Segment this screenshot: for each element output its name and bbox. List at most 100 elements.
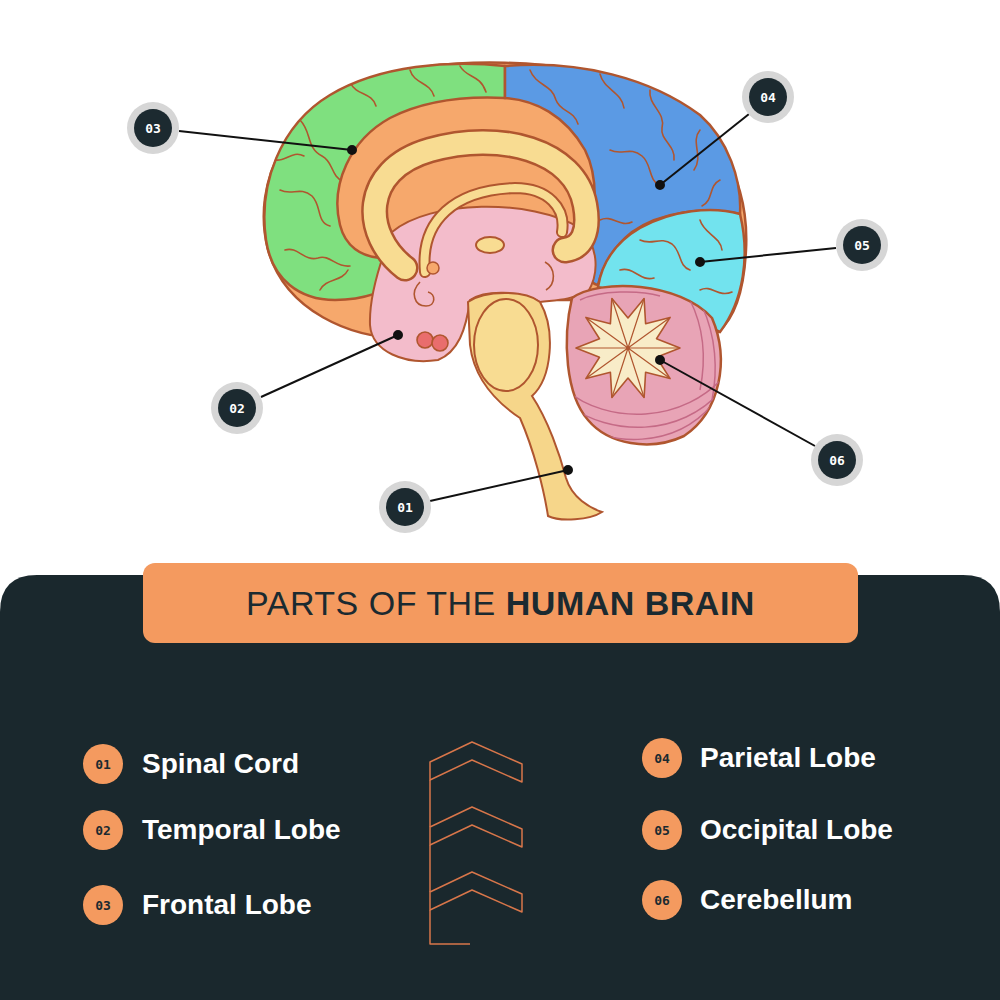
occipital-gyri	[620, 269, 654, 278]
arbor-branches	[576, 299, 680, 398]
legend-disc	[83, 810, 123, 850]
callout-ring	[836, 219, 888, 271]
legend-number: 02	[83, 810, 123, 850]
cerebellum	[567, 286, 721, 444]
legend-disc	[642, 880, 682, 920]
arbor-vitae	[576, 299, 680, 398]
fornix-outline	[425, 188, 563, 272]
number-text: 03	[95, 898, 111, 913]
legend-number: 03	[83, 885, 123, 925]
arbor-branches	[576, 299, 680, 398]
legend-disc	[642, 738, 682, 778]
cerebellum-folia	[690, 300, 703, 390]
chevron-ornament	[430, 872, 522, 912]
callout-number: 03	[127, 102, 179, 154]
title-text: HUMAN BRAIN	[506, 584, 755, 623]
commissure	[476, 237, 504, 253]
parietal-gyri	[530, 70, 578, 124]
callout-ring	[742, 71, 794, 123]
frontal-gyri	[460, 66, 486, 92]
parietal-gyri	[600, 74, 624, 108]
frontal-gyri	[280, 190, 330, 226]
leader-line	[179, 131, 352, 150]
callout-ring	[811, 434, 863, 486]
part-name: Occipital Lobe	[700, 810, 893, 850]
title-text: PARTS OF THE	[246, 584, 496, 623]
frontal-gyri	[285, 249, 350, 266]
cerebellum-folia	[580, 292, 660, 300]
number-text: 04	[654, 751, 670, 766]
cerebellum-folia	[566, 372, 728, 414]
callout-ring	[127, 102, 179, 154]
frontal-gyri	[410, 70, 434, 96]
callout-disc	[843, 226, 881, 264]
pineal-curl	[545, 262, 553, 290]
cerebellum-folia	[566, 292, 728, 440]
callout-disc	[386, 488, 424, 526]
callout-number: 02	[211, 382, 263, 434]
legend-number: 06	[642, 880, 682, 920]
occipital-gyri	[640, 240, 690, 270]
part-name: Frontal Lobe	[142, 885, 312, 925]
legend-number: 04	[642, 738, 682, 778]
anterior-dot	[427, 262, 439, 274]
leader-dot	[656, 181, 664, 189]
part-name: Temporal Lobe	[142, 810, 341, 850]
legend-number: 05	[642, 810, 682, 850]
pituitary	[417, 332, 433, 348]
fornix	[425, 188, 563, 272]
leader-line	[660, 360, 815, 446]
cerebellum-folia	[716, 320, 724, 410]
frontal-gyri	[320, 270, 348, 290]
number-text: 04	[760, 90, 776, 105]
parietal-gyri	[610, 150, 660, 186]
occipital-gyri	[700, 288, 732, 293]
chevron-ornament	[430, 742, 522, 944]
number-text: 02	[95, 823, 111, 838]
pons	[474, 299, 538, 391]
number-text: 05	[854, 238, 870, 253]
callout-disc	[749, 78, 787, 116]
callout-number: 06	[811, 434, 863, 486]
legend-disc	[83, 744, 123, 784]
cerebellum-folia	[570, 405, 712, 439]
callout-ring	[211, 382, 263, 434]
legend-disc	[642, 810, 682, 850]
callout-disc	[134, 109, 172, 147]
parietal-gyri	[694, 130, 700, 170]
part-name: Parietal Lobe	[700, 738, 876, 778]
callout-number: 01	[379, 481, 431, 533]
number-text: 03	[145, 121, 161, 136]
part-name: Cerebellum	[700, 880, 853, 920]
parietal-gyri	[650, 90, 674, 160]
frontal-gyri	[275, 154, 304, 160]
parietal-gyri	[702, 180, 720, 206]
frontal-gyri	[350, 82, 376, 106]
leader-line	[700, 248, 836, 262]
number-text: 06	[654, 893, 670, 908]
pituitary	[432, 335, 448, 351]
frontal-gyri	[300, 120, 344, 182]
chevron-ornament	[430, 807, 522, 847]
occipital-gyri	[700, 220, 722, 250]
callout-ring	[379, 481, 431, 533]
leader-dot	[394, 331, 402, 339]
part-name: Spinal Cord	[142, 744, 299, 784]
callout-number: 04	[742, 71, 794, 123]
title-box: PARTS OF THE HUMAN BRAIN	[143, 563, 858, 643]
leader-line	[430, 470, 568, 501]
number-text: 01	[95, 757, 111, 772]
leader-line	[660, 114, 749, 185]
callout-disc	[218, 389, 256, 427]
parietal-gyri	[600, 218, 632, 223]
leader-dot	[696, 258, 704, 266]
number-text: 05	[654, 823, 670, 838]
legend-number: 01	[83, 744, 123, 784]
callout-disc	[818, 441, 856, 479]
leader-lines	[179, 114, 836, 501]
occipital-gyri	[620, 220, 732, 294]
brain-illustration	[264, 63, 747, 520]
callout-number: 05	[836, 219, 888, 271]
